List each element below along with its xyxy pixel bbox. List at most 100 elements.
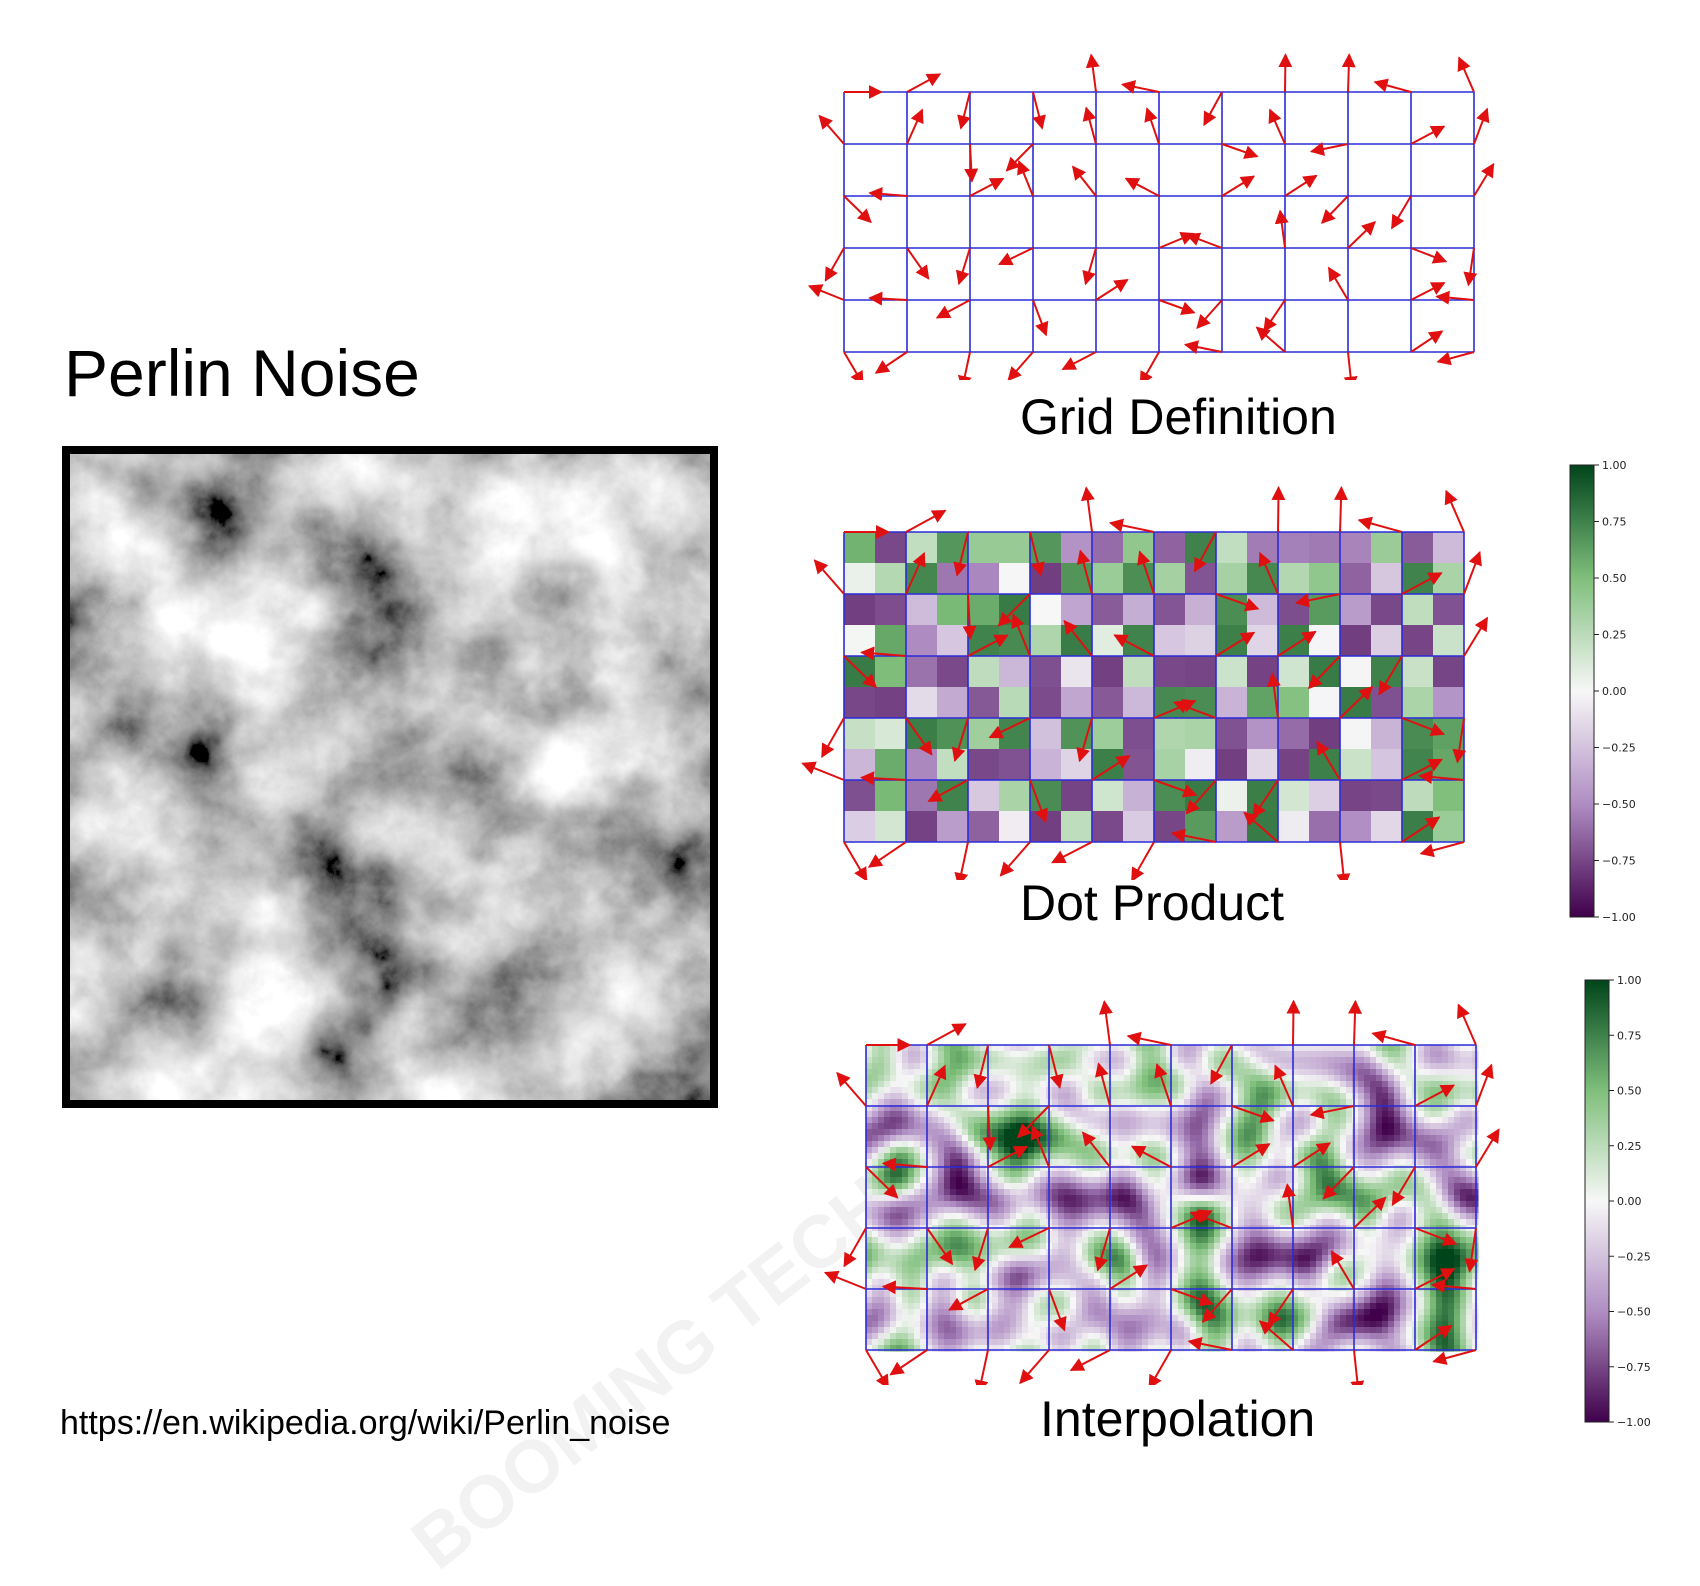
interpolation-cell	[1460, 1093, 1467, 1100]
interpolation-cell	[890, 1201, 897, 1208]
interpolation-cell	[1340, 1183, 1347, 1190]
interpolation-cell	[1040, 1123, 1047, 1130]
interpolation-cell	[1142, 1057, 1149, 1064]
interpolation-cell	[1406, 1243, 1413, 1250]
interpolation-cell	[1064, 1291, 1071, 1298]
interpolation-cell	[1454, 1273, 1461, 1280]
interpolation-cell	[992, 1051, 999, 1058]
interpolation-cell	[1460, 1183, 1467, 1190]
interpolation-cell	[938, 1171, 945, 1178]
interpolation-cell	[1322, 1267, 1329, 1274]
interpolation-cell	[1208, 1159, 1215, 1166]
interpolation-cell	[1388, 1171, 1395, 1178]
interpolation-cell	[1082, 1243, 1089, 1250]
interpolation-cell	[1238, 1207, 1245, 1214]
interpolation-cell	[1262, 1267, 1269, 1274]
interpolation-cell	[1268, 1057, 1275, 1064]
interpolation-cell	[1082, 1309, 1089, 1316]
interpolation-cell	[1088, 1159, 1095, 1166]
interpolation-cell	[1094, 1219, 1101, 1226]
interpolation-cell	[1460, 1111, 1467, 1118]
interpolation-cell	[1028, 1087, 1035, 1094]
interpolation-cell	[1124, 1075, 1131, 1082]
interpolation-cell	[1184, 1189, 1191, 1196]
interpolation-cell	[1400, 1075, 1407, 1082]
interpolation-cell	[1040, 1219, 1047, 1226]
interpolation-cell	[1406, 1189, 1413, 1196]
interpolation-cell	[1130, 1243, 1137, 1250]
interpolation-cell	[1190, 1237, 1197, 1244]
interpolation-cell	[1352, 1261, 1359, 1268]
interpolation-cell	[1010, 1189, 1017, 1196]
interpolation-cell	[920, 1129, 927, 1136]
interpolation-cell	[998, 1051, 1005, 1058]
interpolation-cell	[968, 1153, 975, 1160]
interpolation-cell	[1268, 1165, 1275, 1172]
interpolation-cell	[1352, 1045, 1359, 1052]
interpolation-cell	[1220, 1045, 1227, 1052]
interpolation-cell	[944, 1171, 951, 1178]
interpolation-cell	[1118, 1243, 1125, 1250]
interpolation-cell	[1298, 1111, 1305, 1118]
interpolation-cell	[974, 1099, 981, 1106]
interpolation-cell	[1052, 1051, 1059, 1058]
interpolation-cell	[1256, 1291, 1263, 1298]
interpolation-cell	[1136, 1213, 1143, 1220]
interpolation-cell	[1148, 1081, 1155, 1088]
dot-product-cell	[1154, 718, 1186, 750]
interpolation-cell	[1400, 1267, 1407, 1274]
interpolation-cell	[1244, 1219, 1251, 1226]
interpolation-cell	[1124, 1147, 1131, 1154]
interpolation-cell	[1328, 1273, 1335, 1280]
interpolation-cell	[1220, 1249, 1227, 1256]
interpolation-cell	[986, 1177, 993, 1184]
interpolation-cell	[1256, 1243, 1263, 1250]
interpolation-cell	[878, 1075, 885, 1082]
interpolation-cell	[1160, 1135, 1167, 1142]
interpolation-cell	[1124, 1309, 1131, 1316]
interpolation-cell	[1220, 1087, 1227, 1094]
interpolation-cell	[1448, 1303, 1455, 1310]
interpolation-cell	[1274, 1129, 1281, 1136]
interpolation-cell	[1028, 1267, 1035, 1274]
interpolation-cell	[1178, 1231, 1185, 1238]
gradient-vector-arrow	[1086, 248, 1096, 284]
interpolation-cell	[1460, 1279, 1467, 1286]
interpolation-cell	[920, 1291, 927, 1298]
interpolation-cell	[1034, 1081, 1041, 1088]
interpolation-cell	[998, 1117, 1005, 1124]
interpolation-cell	[962, 1123, 969, 1130]
interpolation-cell	[1328, 1129, 1335, 1136]
interpolation-cell	[1010, 1207, 1017, 1214]
interpolation-cell	[1208, 1249, 1215, 1256]
dot-product-cell	[1402, 718, 1434, 750]
interpolation-cell	[872, 1075, 879, 1082]
interpolation-cell	[1364, 1243, 1371, 1250]
interpolation-cell	[1286, 1273, 1293, 1280]
interpolation-cell	[1214, 1309, 1221, 1316]
interpolation-cell	[1436, 1051, 1443, 1058]
interpolation-cell	[1088, 1207, 1095, 1214]
interpolation-cell	[1148, 1051, 1155, 1058]
interpolation-cell	[1118, 1189, 1125, 1196]
interpolation-cell	[1088, 1051, 1095, 1058]
interpolation-cell	[1364, 1141, 1371, 1148]
interpolation-cell	[998, 1045, 1005, 1052]
interpolation-cell	[944, 1261, 951, 1268]
interpolation-cell	[1310, 1165, 1317, 1172]
interpolation-cell	[1088, 1261, 1095, 1268]
source-link[interactable]: https://en.wikipedia.org/wiki/Perlin_noi…	[60, 1406, 670, 1440]
interpolation-cell	[1388, 1123, 1395, 1130]
dot-product-cell	[1340, 563, 1372, 595]
interpolation-cell	[950, 1231, 957, 1238]
interpolation-cell	[944, 1051, 951, 1058]
interpolation-cell	[1202, 1159, 1209, 1166]
interpolation-cell	[1334, 1099, 1341, 1106]
interpolation-cell	[1238, 1195, 1245, 1202]
interpolation-cell	[1184, 1261, 1191, 1268]
interpolation-cell	[1400, 1201, 1407, 1208]
interpolation-cell	[1112, 1135, 1119, 1142]
interpolation-cell	[1406, 1201, 1413, 1208]
interpolation-cell	[1316, 1297, 1323, 1304]
interpolation-cell	[1460, 1171, 1467, 1178]
